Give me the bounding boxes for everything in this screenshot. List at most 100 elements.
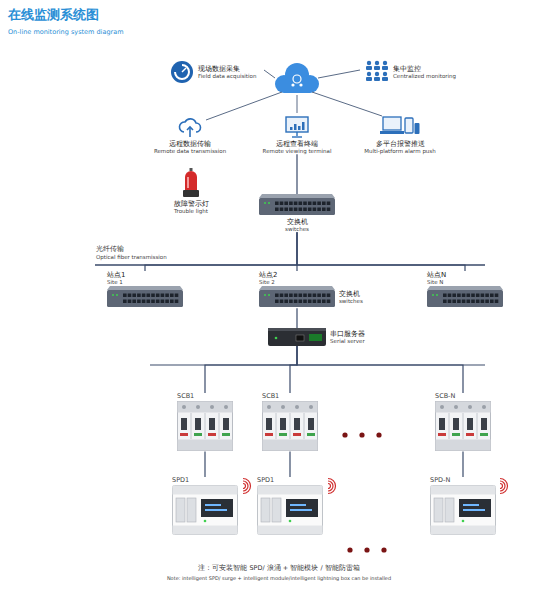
network-link	[296, 308, 297, 328]
note-text: Note: intelligent SPD/ surge + intellige…	[167, 576, 391, 582]
switch-port	[303, 208, 307, 212]
breaker-divider	[463, 413, 464, 439]
switch-port	[142, 294, 146, 298]
switch-port	[467, 294, 471, 298]
switch-port	[485, 294, 489, 298]
switch-port	[485, 300, 489, 304]
switch-icon	[427, 286, 503, 290]
spd-display	[459, 499, 491, 517]
switch-icon	[107, 290, 183, 307]
cloudup-icon	[178, 116, 202, 138]
server-icon	[268, 328, 326, 346]
breaker-toggle	[439, 418, 445, 430]
spd-node: SPD-N	[430, 477, 496, 535]
switch-port	[303, 202, 307, 206]
switch-port	[294, 202, 298, 206]
beacon-graphic	[181, 168, 201, 198]
switch-port	[132, 294, 136, 298]
monitor-icon	[294, 124, 297, 130]
switch-port	[317, 202, 321, 206]
breaker-window	[194, 433, 202, 436]
switch-icon	[259, 194, 335, 198]
breaker-divider	[205, 413, 206, 439]
scb-graphic	[262, 401, 318, 451]
switch-port	[317, 300, 321, 304]
breaker-screw	[182, 405, 186, 409]
spd-display	[463, 504, 479, 506]
network-link	[296, 154, 297, 194]
device-label-en: SPD1	[257, 477, 274, 484]
switch-port	[275, 208, 279, 212]
switch-port	[175, 300, 179, 304]
switch-port	[147, 294, 151, 298]
spd-module	[272, 498, 281, 522]
device-label-en: switches	[285, 226, 309, 232]
network-link	[297, 232, 465, 271]
switch-led	[264, 202, 266, 204]
gauge-node: 现场数据采集Field data acquisition	[170, 60, 256, 84]
switch-port	[294, 300, 298, 304]
switch-port	[481, 300, 485, 304]
switch-icon	[107, 286, 183, 308]
cloud-emblem	[293, 75, 301, 83]
ellipsis-dot	[364, 547, 369, 552]
cloud-emblem	[299, 83, 302, 86]
spd-graphic	[430, 485, 496, 535]
cloud-shape	[284, 80, 310, 93]
cloud-link	[206, 92, 282, 120]
devices-graphic	[380, 114, 420, 138]
breaker-toggle	[467, 418, 473, 430]
breaker-window	[438, 433, 446, 436]
monitoring-icon	[366, 66, 372, 70]
devices-icon	[383, 117, 401, 130]
server-terminal	[309, 334, 322, 341]
scb-icon	[435, 401, 491, 451]
breaker-toggle	[481, 418, 487, 430]
spd-graphic	[257, 485, 323, 535]
switch-port	[495, 294, 499, 298]
switch-node: 站点1Site 1	[107, 271, 183, 308]
breaker-toggle	[209, 418, 215, 430]
spd-display	[290, 504, 306, 506]
switch-port	[448, 300, 452, 304]
switch-port	[128, 300, 132, 304]
beacon-icon	[181, 168, 201, 198]
device-label-en: Remote viewing terminal	[263, 148, 332, 154]
beacon-icon	[187, 177, 189, 188]
switch-icon	[259, 194, 335, 216]
switch-icon	[427, 286, 503, 308]
switch-port	[137, 294, 141, 298]
spd-display	[290, 509, 312, 511]
cloud-platform	[275, 63, 319, 93]
device-label: 站点N	[427, 271, 446, 279]
switch-port	[308, 294, 312, 298]
switch-icon	[259, 290, 335, 307]
monitoring-icon	[374, 66, 380, 70]
breaker-window	[480, 433, 488, 436]
switch-port	[327, 202, 331, 206]
breaker-divider	[290, 413, 291, 439]
switch-graphic	[107, 286, 183, 308]
wireless-arcs	[243, 479, 251, 494]
device-label: 现场数据采集	[198, 65, 240, 73]
switch-port	[322, 294, 326, 298]
breaker-window	[279, 433, 287, 436]
beacon-node: 故障警示灯Trouble light	[174, 168, 209, 214]
switch-port	[490, 300, 494, 304]
switch-graphic	[259, 286, 335, 308]
switch-port	[452, 300, 456, 304]
switch-port	[327, 294, 331, 298]
spd-graphic	[172, 485, 238, 535]
spd-node: SPD1	[172, 477, 238, 535]
switch-graphic	[259, 194, 335, 216]
switch-port	[495, 300, 499, 304]
switch-port	[308, 208, 312, 212]
monitor-graphic	[285, 116, 309, 138]
server-port	[296, 335, 304, 341]
device-label-en: SCB1	[177, 393, 194, 400]
spd-led	[289, 520, 292, 523]
switch-port	[156, 294, 160, 298]
network-link	[289, 451, 290, 477]
switch-led	[268, 202, 270, 204]
switch-port	[443, 294, 447, 298]
